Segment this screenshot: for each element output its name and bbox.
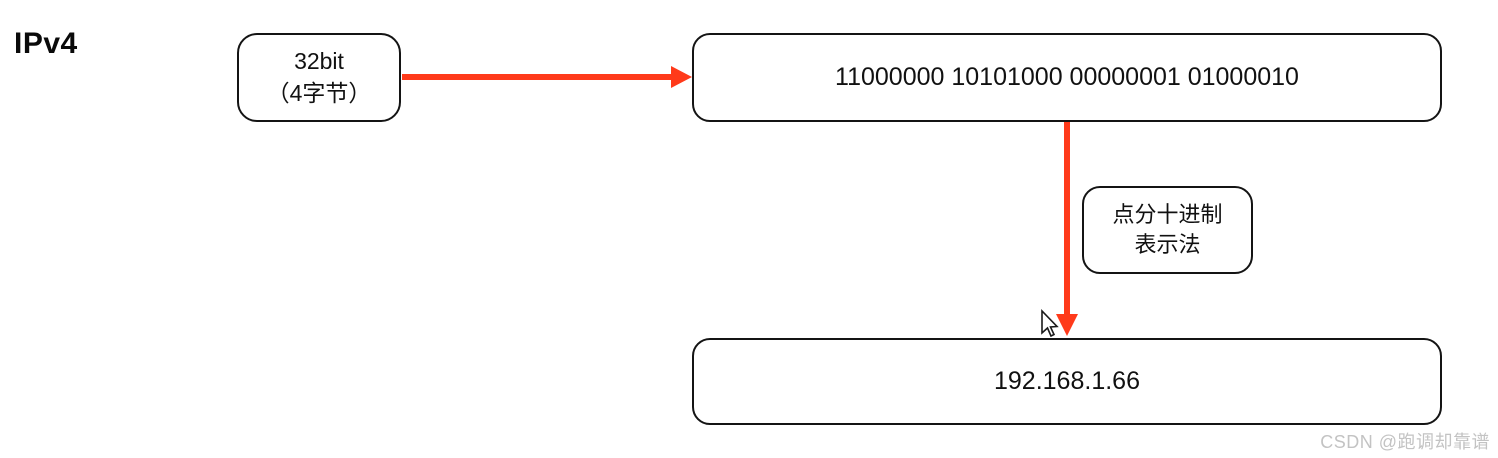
arrow-32bit-to-binary (402, 74, 674, 80)
mouse-cursor-icon (1041, 309, 1059, 338)
node-decimal-label: 192.168.1.66 (994, 366, 1140, 395)
node-binary[interactable]: 11000000 10101000 00000001 01000010 (692, 33, 1442, 122)
node-binary-label: 11000000 10101000 00000001 01000010 (835, 62, 1299, 91)
node-notation-label[interactable]: 点分十进制 表示法 (1082, 186, 1253, 274)
page-title: IPv4 (14, 27, 78, 60)
node-32bit-line2: （4字节） (266, 79, 372, 106)
arrow-right-head-icon (671, 66, 692, 88)
node-32bit[interactable]: 32bit （4字节） (237, 33, 401, 122)
arrow-binary-to-decimal (1064, 122, 1070, 316)
watermark: CSDN @跑调却靠谱 (1320, 432, 1490, 452)
arrow-down-head-icon (1056, 314, 1078, 336)
node-32bit-line1: 32bit (294, 48, 344, 75)
node-notation-line1: 点分十进制 (1112, 202, 1223, 228)
node-decimal[interactable]: 192.168.1.66 (692, 338, 1442, 425)
node-notation-line2: 表示法 (1134, 232, 1201, 257)
